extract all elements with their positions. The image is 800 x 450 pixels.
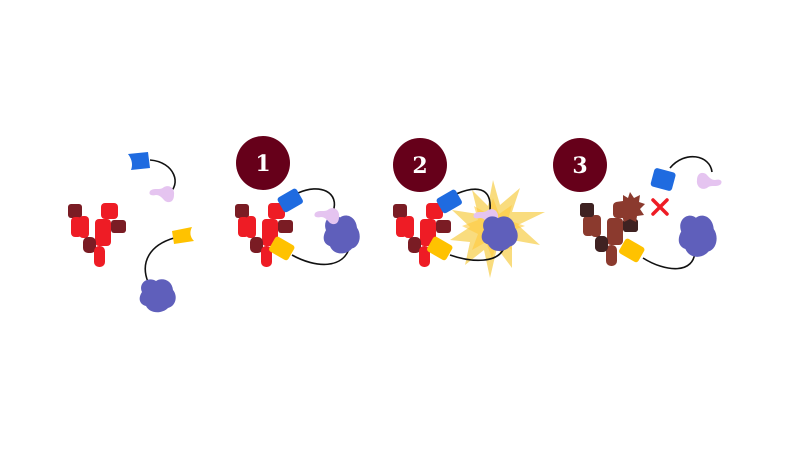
step-number: 3	[572, 153, 587, 179]
linker-line	[455, 188, 491, 211]
blue-tag	[436, 189, 462, 214]
linker-line	[642, 249, 696, 270]
panel-step-1: 1	[235, 136, 360, 267]
panel-step-3: 3	[553, 138, 722, 270]
blue-tag	[277, 188, 303, 213]
panel-step-2: 2	[393, 138, 545, 278]
step-badge	[553, 138, 607, 192]
linker-line	[144, 237, 175, 283]
yellow-tag	[427, 236, 453, 261]
yellow-tag	[172, 227, 194, 244]
step-number: 2	[412, 153, 427, 179]
yellow-tag	[269, 236, 295, 261]
linker-line	[297, 188, 336, 213]
step-badge	[393, 138, 447, 192]
receptor-inactive-dark-parts	[580, 203, 638, 252]
unbound-cross-icon	[651, 198, 669, 216]
receptor-active	[68, 203, 126, 267]
panel-unbound	[68, 152, 194, 313]
burst-damaged-receptor	[616, 192, 645, 222]
blue-tag	[650, 168, 676, 191]
purple-blob	[678, 215, 717, 257]
blue-tag	[128, 152, 150, 170]
yellow-tag	[619, 238, 645, 263]
purple-blob	[139, 279, 176, 313]
pink-ligand	[149, 186, 175, 203]
linker-line	[669, 155, 713, 173]
pink-ligand	[696, 172, 722, 189]
step-badge	[236, 136, 290, 190]
step-number: 1	[255, 151, 270, 177]
